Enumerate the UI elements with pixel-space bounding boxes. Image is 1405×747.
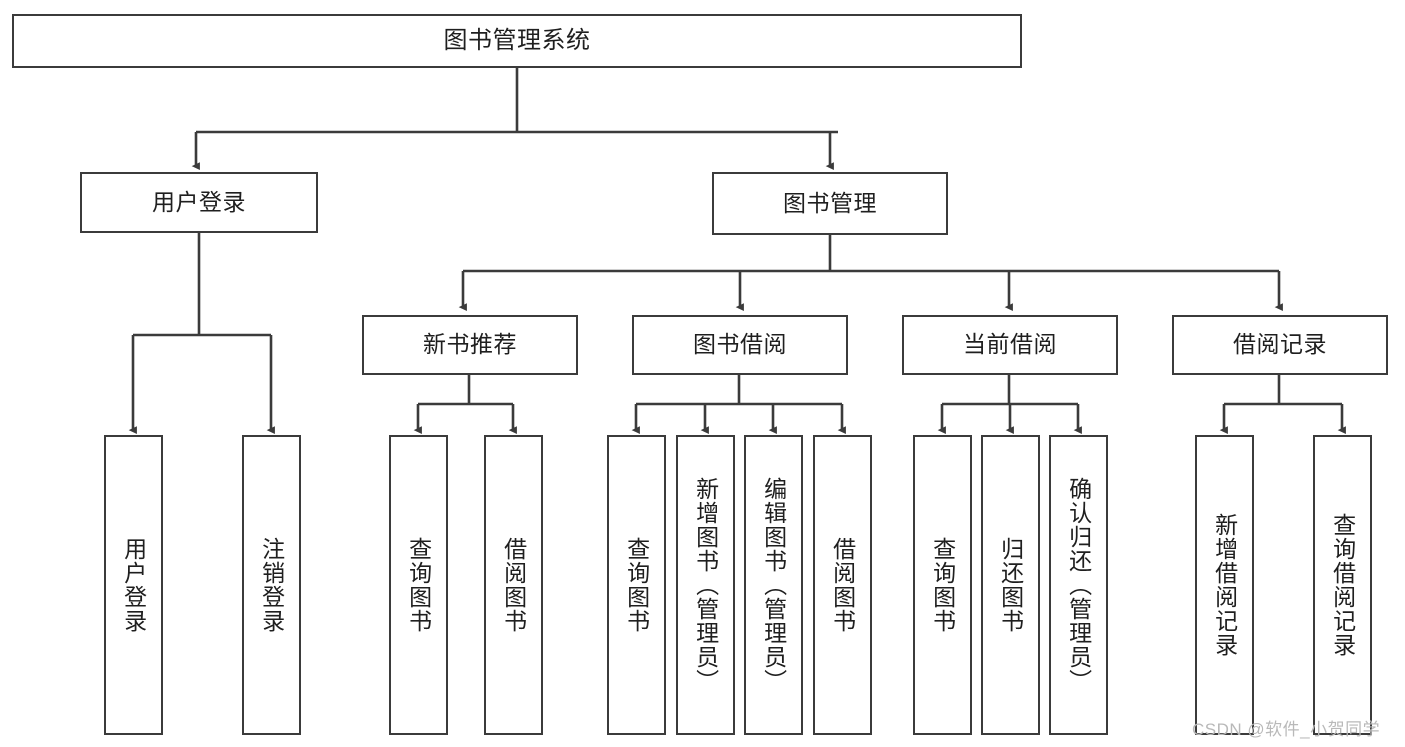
- node-leaf-return-book[interactable]: 归还图书: [981, 435, 1040, 735]
- node-label: 查询图书: [929, 537, 956, 633]
- node-leaf-user-logout[interactable]: 注销登录: [242, 435, 301, 735]
- node-leaf-borrow-book-2[interactable]: 借阅图书: [813, 435, 872, 735]
- node-leaf-borrow-book-1[interactable]: 借阅图书: [484, 435, 543, 735]
- node-leaf-query-record[interactable]: 查询借阅记录: [1313, 435, 1372, 735]
- node-book-manage[interactable]: 图书管理: [712, 172, 948, 235]
- node-label: 查询借阅记录: [1329, 513, 1356, 657]
- node-leaf-query-book-3[interactable]: 查询图书: [913, 435, 972, 735]
- node-root-system[interactable]: 图书管理系统: [12, 14, 1022, 68]
- node-label: 注销登录: [258, 537, 285, 633]
- node-label: 图书管理系统: [443, 26, 591, 54]
- node-book-borrow[interactable]: 图书借阅: [632, 315, 848, 375]
- node-label: 借阅记录: [1233, 331, 1327, 358]
- node-label: 图书借阅: [693, 331, 787, 358]
- node-leaf-confirm-return[interactable]: 确认归还（管理员）: [1049, 435, 1108, 735]
- node-leaf-query-book-2[interactable]: 查询图书: [607, 435, 666, 735]
- node-user-login[interactable]: 用户登录: [80, 172, 318, 233]
- node-current-borrow[interactable]: 当前借阅: [902, 315, 1118, 375]
- node-label: 新书推荐: [423, 331, 517, 358]
- node-label: 确认归还（管理员）: [1065, 477, 1092, 693]
- node-leaf-user-login[interactable]: 用户登录: [104, 435, 163, 735]
- node-label: 用户登录: [120, 537, 147, 633]
- node-label: 用户登录: [152, 188, 246, 215]
- node-label: 图书管理: [783, 189, 877, 216]
- node-leaf-query-book-1[interactable]: 查询图书: [389, 435, 448, 735]
- node-label: 借阅图书: [500, 537, 527, 633]
- node-leaf-add-record[interactable]: 新增借阅记录: [1195, 435, 1254, 735]
- csdn-watermark: CSDN @软件_小贺同学: [1192, 720, 1381, 739]
- node-label: 新增借阅记录: [1211, 513, 1238, 657]
- node-label: 当前借阅: [963, 331, 1057, 358]
- node-leaf-edit-book[interactable]: 编辑图书（管理员）: [744, 435, 803, 735]
- node-new-book-recommend[interactable]: 新书推荐: [362, 315, 578, 375]
- node-borrow-record[interactable]: 借阅记录: [1172, 315, 1388, 375]
- node-label: 新增图书（管理员）: [692, 477, 719, 693]
- node-label: 借阅图书: [829, 537, 856, 633]
- node-label: 归还图书: [997, 537, 1024, 633]
- node-label: 查询图书: [623, 537, 650, 633]
- node-label: 查询图书: [405, 537, 432, 633]
- node-label: 编辑图书（管理员）: [760, 477, 787, 693]
- node-leaf-add-book[interactable]: 新增图书（管理员）: [676, 435, 735, 735]
